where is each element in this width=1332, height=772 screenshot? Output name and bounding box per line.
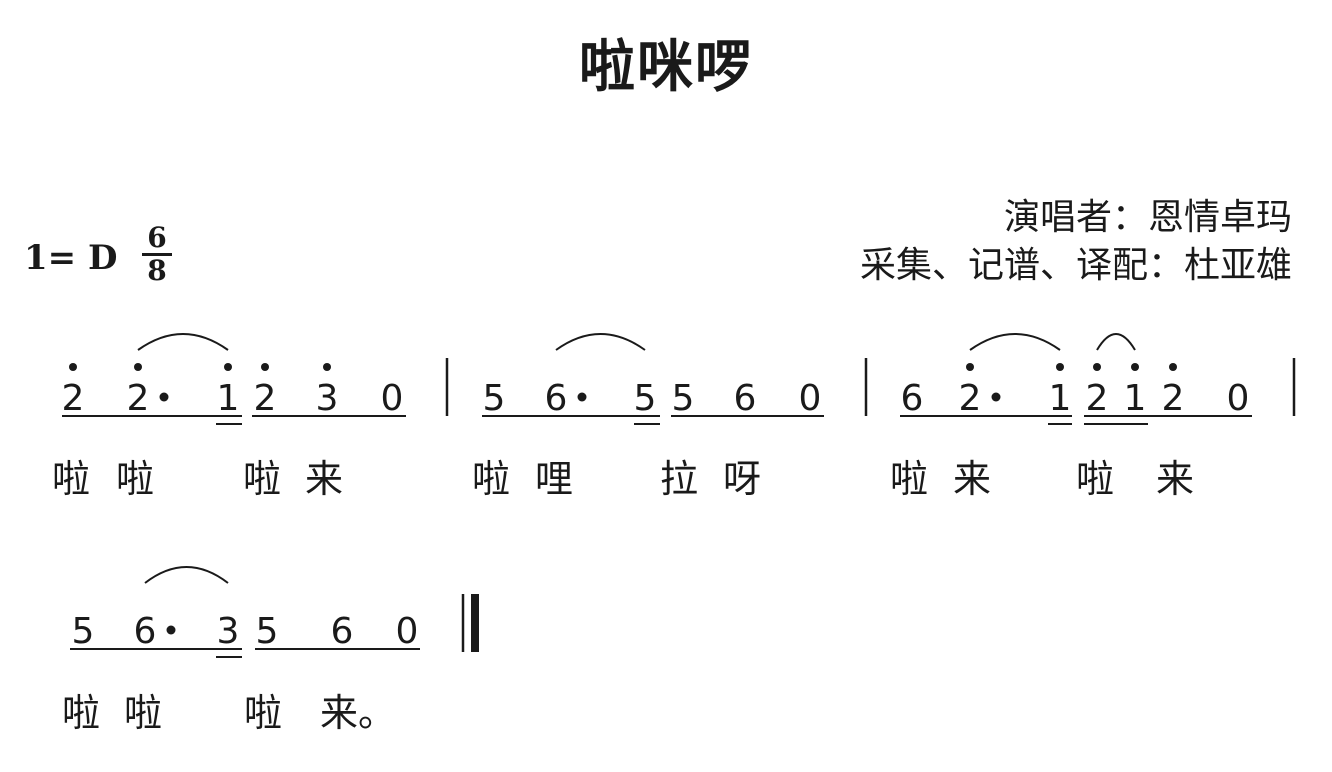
octave-dot-0-3 (261, 363, 269, 371)
note-1-5: 0 (799, 378, 822, 419)
lyric-0-3: 来 (305, 457, 344, 501)
time-signature: 6 8 (140, 224, 174, 285)
time-signature-numerator: 6 (147, 221, 167, 254)
note-2-5: 2 (1162, 378, 1185, 419)
note-3-0: 5 (72, 611, 95, 652)
note-3-1: 6 (134, 611, 157, 652)
lyric-3-1: 啦 (124, 691, 163, 735)
note-0-0: 2 (62, 378, 85, 419)
note-2-3: 2 (1086, 378, 1109, 419)
song-title: 啦咪啰 (579, 35, 753, 100)
note-0-1: 2 (127, 378, 150, 419)
note-2-6: 0 (1227, 378, 1250, 419)
augmentation-dot-2-1 (991, 392, 1001, 402)
tie-0-0 (137, 333, 229, 351)
lyric-2-2: 啦 (1076, 457, 1115, 501)
performer-credit: 演唱者：恩情卓玛 (1003, 197, 1292, 238)
lyric-1-0: 啦 (472, 457, 511, 501)
lyric-3-2: 啦 (244, 691, 283, 735)
lyric-1-3: 呀 (723, 457, 762, 501)
octave-dot-0-0 (69, 363, 77, 371)
note-1-2: 5 (634, 378, 657, 419)
note-3-3: 5 (256, 611, 279, 652)
note-1-3: 5 (672, 378, 695, 419)
lyric-2-3: 来 (1156, 457, 1195, 501)
note-2-0: 6 (901, 378, 924, 419)
tie-2-1 (1096, 333, 1136, 351)
octave-dot-0-4 (323, 363, 331, 371)
augmentation-dot-3-1 (166, 625, 176, 635)
time-signature-divider (142, 253, 172, 256)
augmentation-dot-1-1 (577, 392, 587, 402)
note-2-1: 2 (959, 378, 982, 419)
lyric-0-1: 啦 (116, 457, 155, 501)
lyric-3-0: 啦 (62, 691, 101, 735)
octave-dot-2-5 (1169, 363, 1177, 371)
octave-dot-0-2 (224, 363, 232, 371)
tie-3-0 (144, 566, 229, 584)
note-1-4: 6 (734, 378, 757, 419)
note-3-2: 3 (217, 611, 240, 652)
note-1-1: 6 (545, 378, 568, 419)
lyric-0-0: 啦 (52, 457, 91, 501)
key-signature: 1= D (24, 238, 118, 278)
augmentation-dot-0-1 (159, 392, 169, 402)
time-signature-denominator: 8 (147, 254, 167, 287)
octave-dot-2-4 (1131, 363, 1139, 371)
note-2-2: 1 (1049, 378, 1072, 419)
lyric-2-0: 啦 (890, 457, 929, 501)
lyric-2-1: 来 (953, 457, 992, 501)
note-0-5: 0 (381, 378, 404, 419)
octave-dot-2-1 (966, 363, 974, 371)
note-3-5: 0 (396, 611, 419, 652)
tie-1-0 (555, 333, 646, 351)
lyric-1-1: 哩 (535, 457, 574, 501)
octave-dot-2-2 (1056, 363, 1064, 371)
note-0-3: 2 (254, 378, 277, 419)
note-0-4: 3 (316, 378, 339, 419)
arranger-credit: 采集、记谱、译配：杜亚雄 (859, 245, 1292, 286)
lyric-3-3: 来。 (320, 691, 397, 735)
tie-2-0 (969, 333, 1061, 351)
octave-dot-2-3 (1093, 363, 1101, 371)
lyric-0-2: 啦 (243, 457, 282, 501)
note-0-2: 1 (217, 378, 240, 419)
note-1-0: 5 (483, 378, 506, 419)
note-3-4: 6 (331, 611, 354, 652)
octave-dot-0-1 (134, 363, 142, 371)
lyric-1-2: 拉 (660, 457, 699, 501)
note-2-4: 1 (1124, 378, 1147, 419)
